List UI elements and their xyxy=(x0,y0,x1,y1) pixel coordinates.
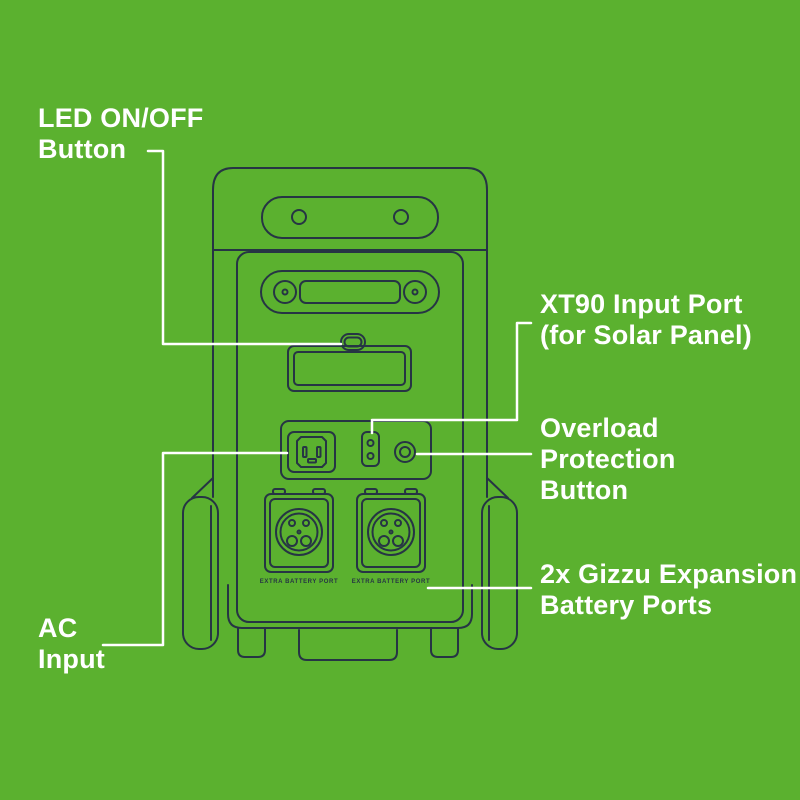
ac-label-line2: Input xyxy=(38,644,105,674)
expansion-label: 2x Gizzu Expansion Battery Ports xyxy=(540,559,797,621)
ac-label-line1: AC xyxy=(38,613,78,643)
expansion-label-line1: 2x Gizzu Expansion xyxy=(540,559,798,589)
led-button xyxy=(340,333,366,351)
led-callout-line xyxy=(146,149,343,346)
overload-label-line3: Button xyxy=(540,475,629,505)
led-label: LED ON/OFF Button xyxy=(38,103,204,165)
battery-port-caption-right: EXTRA BATTERY PORT xyxy=(352,579,430,585)
back-panel xyxy=(236,251,464,623)
battery-port-caption-left: EXTRA BATTERY PORT xyxy=(260,579,338,585)
expansion-label-line2: Battery Ports xyxy=(540,590,713,620)
overload-label-line1: Overload xyxy=(540,413,659,443)
bottom-feet xyxy=(237,627,459,661)
body-outline xyxy=(191,167,509,629)
ac-callout-line xyxy=(101,451,289,647)
xt90-callout-line xyxy=(370,321,533,435)
led-label-line1: LED ON/OFF xyxy=(38,103,204,133)
carry-handle xyxy=(260,270,440,314)
overload-button xyxy=(394,441,416,463)
power-station-illustration xyxy=(182,167,518,661)
left-wheel xyxy=(182,496,219,650)
display-panel xyxy=(287,345,412,392)
overload-label: Overload Protection Button xyxy=(540,413,676,506)
xt90-label-line2: (for Solar Panel) xyxy=(540,320,752,350)
led-label-line2: Button xyxy=(38,134,127,164)
ac-inlet xyxy=(287,431,336,473)
overload-label-line2: Protection xyxy=(540,444,676,474)
xt90-port xyxy=(361,431,380,467)
callout-lines xyxy=(101,149,533,647)
expansion-port-left xyxy=(264,488,334,573)
right-wheel xyxy=(481,496,518,650)
xt90-label-line1: XT90 Input Port xyxy=(540,289,743,319)
top-recess xyxy=(261,196,439,239)
ac-label: AC Input xyxy=(38,613,105,675)
expansion-port-right xyxy=(356,488,426,573)
io-panel xyxy=(280,420,432,480)
xt90-label: XT90 Input Port (for Solar Panel) xyxy=(540,289,752,351)
